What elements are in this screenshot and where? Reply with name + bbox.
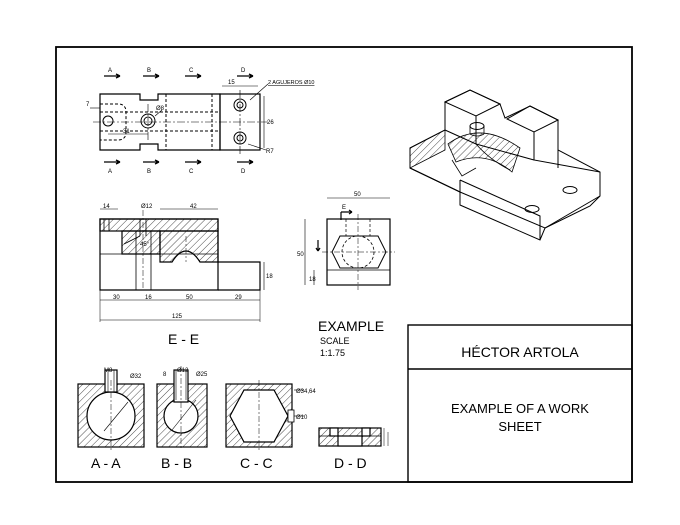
dim-side-50-left: 50 [297,252,304,258]
title-block: HÉCTOR ARTOLA EXAMPLE OF A WORK SHEET [407,324,633,483]
section-bb-view [156,366,208,450]
sheet-border [55,46,633,483]
dim-holes-note: 2 AGUJEROS Ø10 [268,80,314,86]
sheet-title-line2: SHEET [498,419,541,434]
section-aa-title: A - A [91,455,121,471]
section-aa-labels: M8 Ø32 A - A [91,368,142,471]
scale-value: 1:1.75 [320,348,345,358]
section-ee-title: E - E [168,331,199,347]
author-name: HÉCTOR ARTOLA [461,344,579,360]
side-view [304,197,395,290]
section-aa-view [77,369,145,450]
cut-label-a-top: A [108,68,112,74]
dim-30: 30 [113,295,120,301]
dim-50: 50 [186,295,193,301]
section-cc-view [225,380,304,450]
dim-r7: R7 [266,149,274,155]
side-cut-label: E [342,205,346,211]
top-view [90,73,269,165]
dim-125: 125 [172,314,183,320]
dim-18: 18 [266,274,273,280]
cut-label-b-top: B [147,68,151,74]
example-heading: EXAMPLE [318,318,384,334]
dim-side-18: 18 [309,277,316,283]
isometric-view [409,89,601,241]
dim-d12-bb: Ø12 [177,368,189,374]
cut-label-c-top: C [189,68,194,74]
section-ee-view [99,208,265,322]
dim-45deg: 45° [140,242,150,248]
dim-16: 16 [145,295,152,301]
cut-label-c-bottom: C [189,169,194,175]
dim-15: 15 [228,80,235,86]
dim-d12: Ø12 [141,204,153,210]
dim-d34-64: Ø34,64 [296,389,316,395]
cut-label-b-bottom: B [147,169,151,175]
section-dd-view [318,427,389,447]
dim-d32: Ø32 [130,374,142,380]
cut-label-a-bottom: A [108,169,112,175]
dim-14: 14 [103,204,110,210]
dim-7: 7 [86,102,90,108]
section-dd-title: D - D [334,455,367,471]
cut-label-d-top: D [241,68,246,74]
top-view-labels: A B C D A B C D 15 2 AGUJEROS Ø10 Ø8 7 3… [86,68,314,175]
section-dd-labels: D - D [334,455,367,471]
section-bb-title: B - B [161,455,192,471]
side-view-labels: 50 50 18 E [297,192,361,283]
dim-26: 26 [267,120,274,126]
dim-side-50-top: 50 [354,192,361,198]
dim-31: 31 [123,129,130,135]
section-bb-labels: 8 Ø12 Ø25 B - B [161,368,208,471]
dim-8: 8 [163,372,167,378]
dim-29: 29 [235,295,242,301]
dim-42: 42 [190,204,197,210]
cut-label-d-bottom: D [241,169,246,175]
sheet-title-line1: EXAMPLE OF A WORK [451,401,589,416]
dim-d8: Ø8 [156,106,165,112]
scale-label: SCALE [320,336,350,346]
dim-d10: Ø10 [296,415,308,421]
dim-m8: M8 [104,368,113,374]
dim-d25: Ø25 [196,372,208,378]
section-ee-labels: 14 Ø12 42 45° 18 30 16 50 29 125 E - E [103,204,273,347]
section-cc-labels: Ø34,64 Ø10 C - C [240,389,316,471]
section-cc-title: C - C [240,455,273,471]
